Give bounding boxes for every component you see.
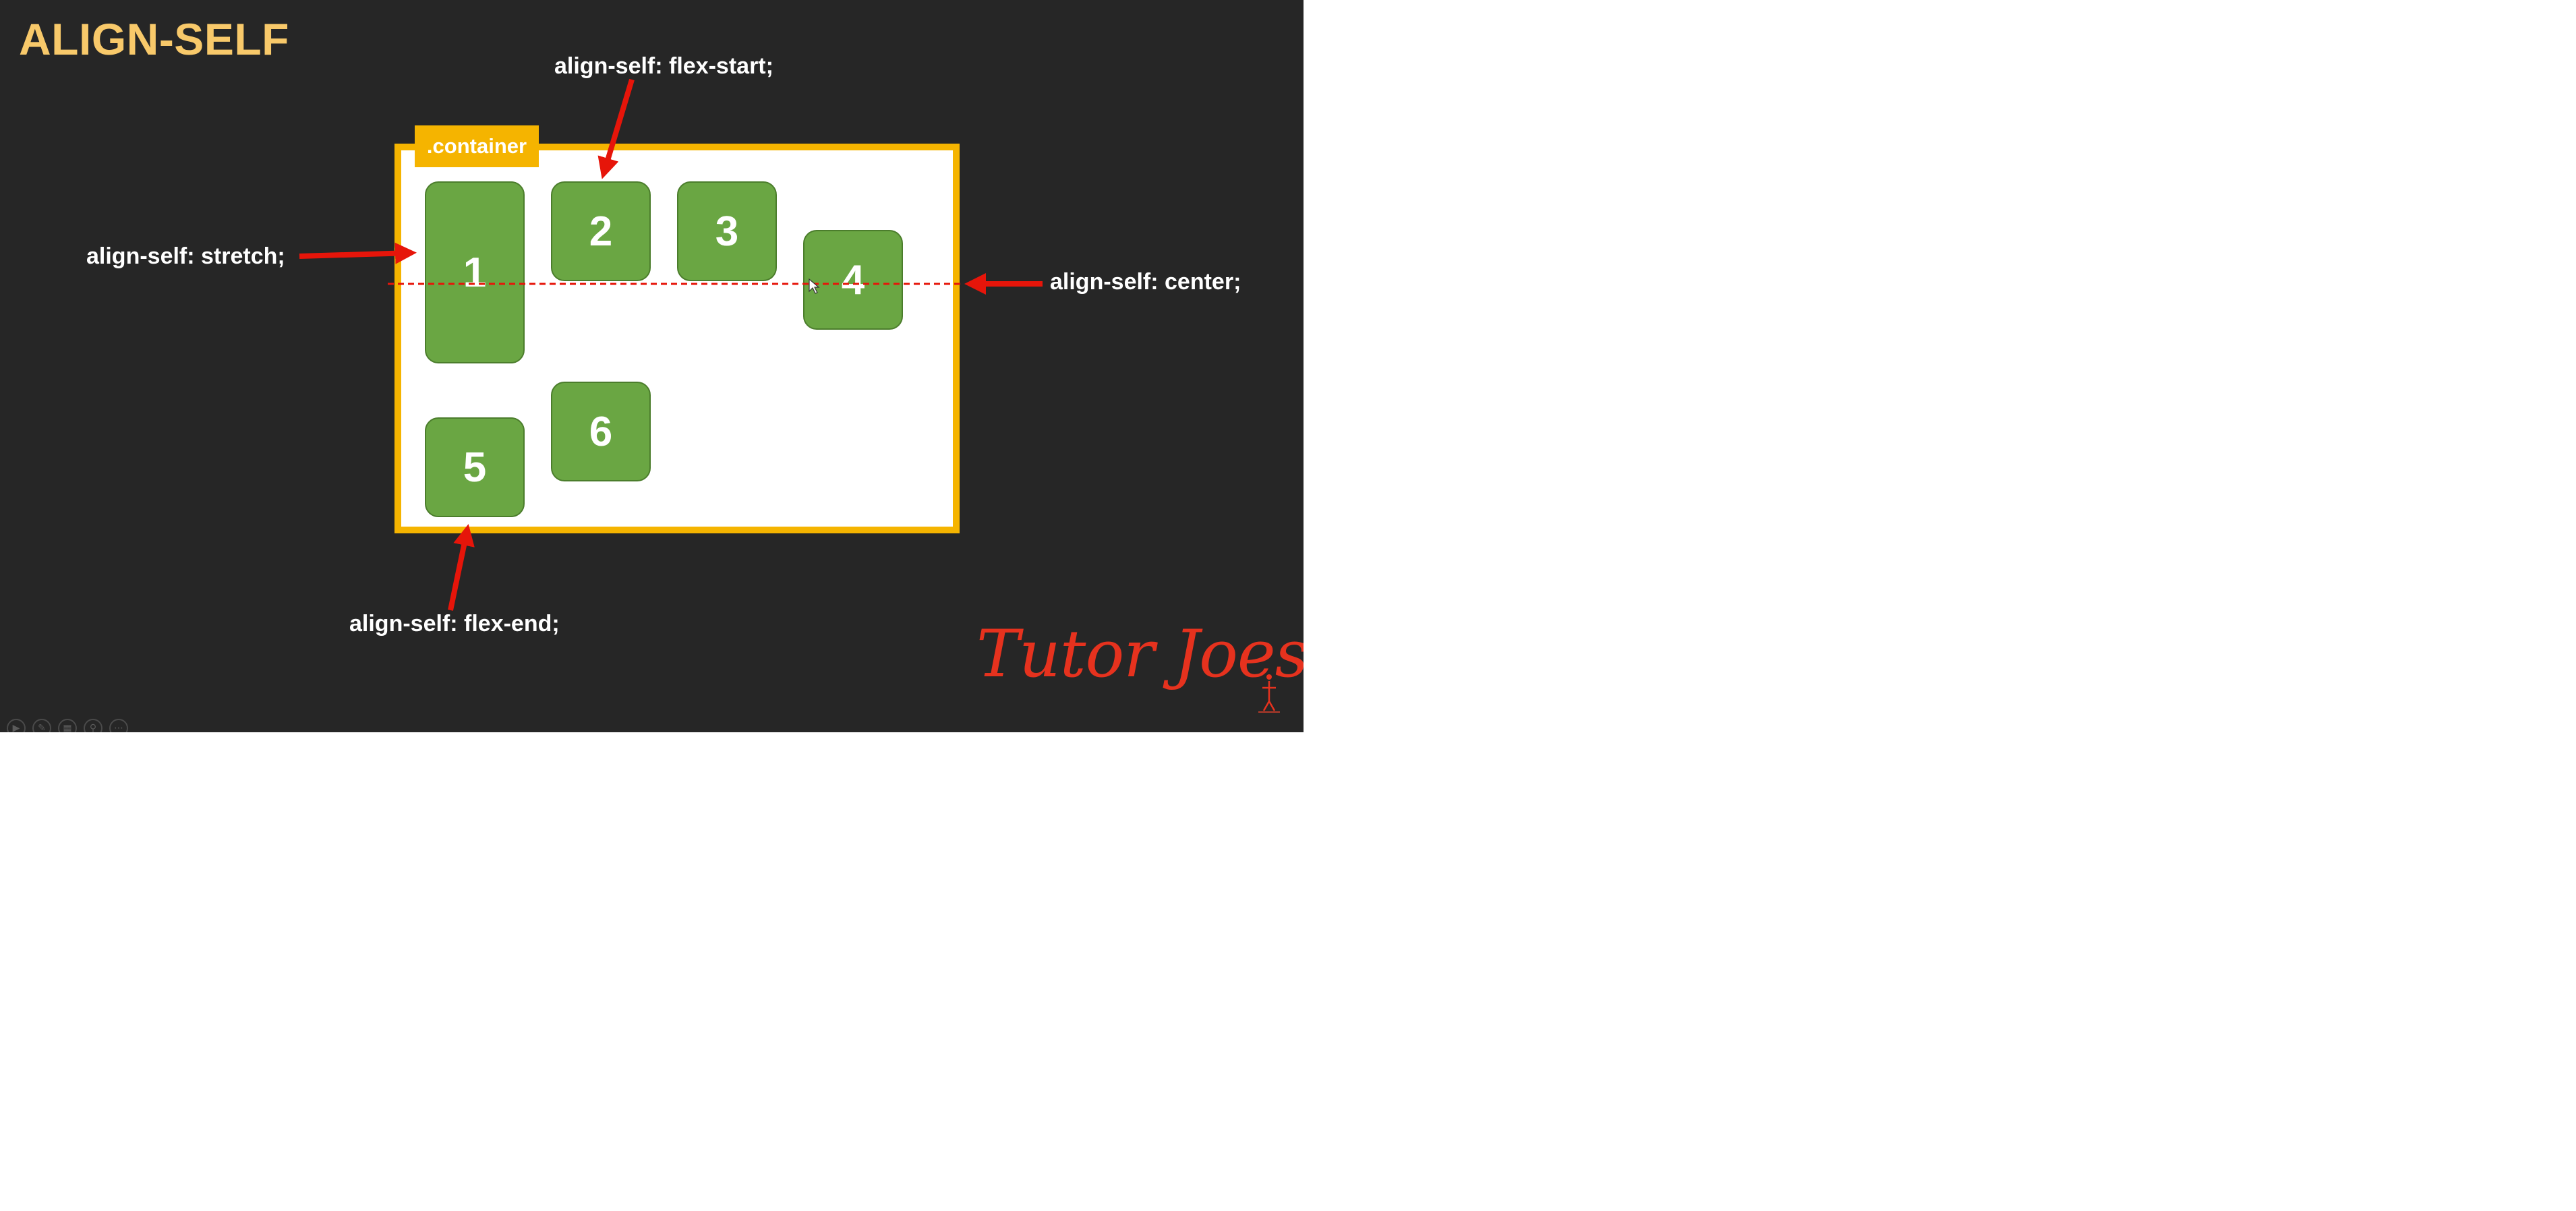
slide: ALIGN-SELF .container 1 2 3 4 5 6 align-… — [0, 0, 1304, 732]
flex-item-4: 4 — [803, 230, 903, 330]
play-icon[interactable]: ▶ — [7, 719, 26, 732]
flex-item-2: 2 — [551, 181, 651, 281]
more-icon[interactable]: ⋯ — [109, 719, 128, 732]
callout-flex-start: align-self: flex-start; — [554, 53, 773, 79]
flex-item-1: 1 — [425, 181, 525, 363]
flex-item-6: 6 — [551, 382, 651, 481]
arrow-flex-end — [448, 524, 475, 611]
container-label: .container — [415, 125, 539, 167]
brand-mark-icon — [1258, 674, 1280, 713]
brand-logo: Tutor Joes — [976, 616, 1304, 692]
pen-icon[interactable]: ✎ — [32, 719, 51, 732]
slideshow-controls: ▶ ✎ ▦ ⚲ ⋯ — [7, 719, 128, 732]
flex-item-3: 3 — [677, 181, 777, 281]
slide-title: ALIGN-SELF — [19, 14, 289, 64]
callout-center: align-self: center; — [1050, 269, 1241, 295]
callout-stretch: align-self: stretch; — [86, 243, 285, 269]
slides-icon[interactable]: ▦ — [58, 719, 77, 732]
zoom-icon[interactable]: ⚲ — [84, 719, 103, 732]
callout-flex-end: align-self: flex-end; — [349, 611, 560, 637]
flex-item-5: 5 — [425, 417, 525, 517]
